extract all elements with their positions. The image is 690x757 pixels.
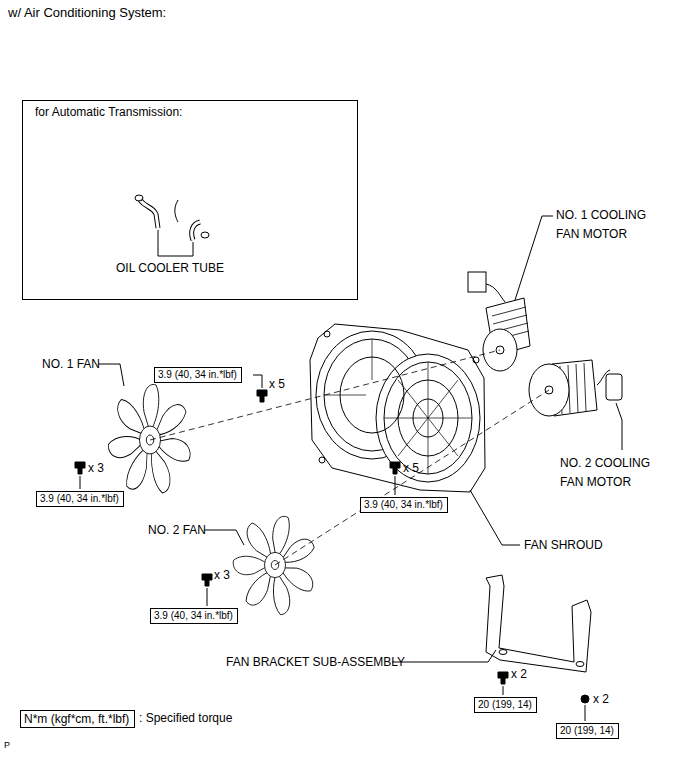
torque-box: 3.9 (40, 34 in.*lbf)	[154, 367, 242, 383]
part-name: NO. 2 COOLING FAN MOTOR	[560, 454, 656, 492]
torque-value: 3.9 (40, 34 in.*lbf)	[364, 499, 444, 511]
shroud-frame	[310, 324, 485, 492]
part-name: NO. 2 FAN	[148, 523, 206, 537]
torque-value: N*m (kgf*cm, ft.*lbf)	[24, 712, 131, 726]
box-heading: for Automatic Transmission:	[35, 105, 182, 119]
no1-fan	[107, 384, 192, 495]
hose-inner	[140, 200, 158, 228]
quantity: x 5	[269, 377, 285, 391]
torque-value: 3.9 (40, 34 in.*lbf)	[40, 493, 120, 505]
quantity: x 5	[403, 461, 419, 475]
tube	[175, 200, 178, 222]
leader-line	[515, 216, 553, 300]
leader-line	[503, 686, 504, 695]
leader-line	[392, 650, 496, 662]
mount-hole	[324, 331, 330, 337]
leader-line	[253, 375, 262, 388]
bracket	[486, 575, 591, 672]
hose-inner	[192, 222, 200, 240]
no2-fan	[233, 514, 316, 616]
fan-shroud	[310, 324, 485, 492]
quantity: x 2	[593, 692, 609, 706]
torque-value: 3.9 (40, 34 in.*lbf)	[158, 369, 238, 381]
nut	[581, 695, 589, 703]
torque-value: 3.9 (40, 34 in.*lbf)	[154, 610, 234, 622]
bolt-hole	[576, 662, 584, 667]
axis-line	[150, 350, 500, 440]
torque-box: 3.9 (40, 34 in.*lbf)	[150, 608, 238, 624]
quantity: x 3	[88, 461, 104, 475]
torque-value: 20 (199, 14)	[560, 725, 615, 737]
bolt	[498, 672, 508, 684]
leader-line	[470, 490, 520, 545]
part-name: NO. 1 FAN	[42, 357, 100, 371]
blade	[143, 384, 158, 432]
no1-cooling-fan-motor	[468, 272, 530, 371]
hose	[192, 222, 200, 240]
leader-line	[207, 588, 208, 606]
shroud-ring	[384, 362, 472, 474]
bolt	[257, 390, 267, 402]
connector	[468, 272, 486, 292]
clamp	[201, 232, 209, 238]
part-name: NO. 1 COOLING FAN MOTOR	[556, 206, 652, 244]
leader-line	[158, 230, 193, 256]
bolt	[390, 462, 400, 474]
quantity: x 3	[214, 568, 230, 582]
no2-cooling-fan-motor	[529, 360, 622, 416]
bolts	[75, 390, 589, 703]
blades	[107, 384, 192, 495]
torque-box: 20 (199, 14)	[474, 697, 537, 713]
page-mark: P	[4, 738, 10, 752]
part-name: OIL COOLER TUBE	[116, 261, 224, 275]
legend-torque-unit-box: N*m (kgf*cm, ft.*lbf)	[20, 710, 135, 728]
grille-spokes	[324, 339, 372, 395]
oil-cooler-tube	[135, 195, 209, 256]
torque-value: 20 (199, 14)	[478, 699, 533, 711]
bolt	[202, 574, 212, 586]
grille-spokes	[384, 362, 472, 474]
illustration	[75, 195, 622, 721]
fan-bracket	[486, 575, 591, 672]
mount-hole	[319, 457, 325, 463]
torque-box: 3.9 (40, 34 in.*lbf)	[360, 497, 448, 513]
quantity: x 2	[511, 667, 527, 681]
torque-box: 3.9 (40, 34 in.*lbf)	[36, 491, 124, 507]
bolt-hole	[499, 650, 507, 655]
hose	[140, 200, 158, 228]
legend-text: : Specified torque	[139, 711, 232, 725]
leader-line	[395, 476, 396, 495]
leader-line	[80, 476, 81, 489]
leader-lines	[80, 216, 622, 721]
part-name: FAN SHROUD	[524, 538, 603, 552]
leader-line	[616, 403, 622, 450]
leader-line	[98, 364, 124, 386]
diagram-title: w/ Air Conditioning System:	[8, 6, 166, 20]
bolt	[75, 462, 85, 474]
wire	[486, 284, 505, 302]
connector	[606, 374, 622, 400]
torque-box: 20 (199, 14)	[556, 723, 619, 739]
shroud-ring	[376, 354, 480, 482]
inset-box: for Automatic Transmission: OIL COOLER TU…	[22, 100, 358, 300]
axis-line	[275, 390, 549, 565]
part-name: FAN BRACKET SUB-ASSEMBLY	[226, 655, 405, 669]
clamp	[135, 195, 143, 201]
leader-line	[585, 705, 586, 721]
mount-hole	[473, 357, 479, 363]
blade	[233, 555, 269, 576]
leader-line	[204, 530, 244, 545]
